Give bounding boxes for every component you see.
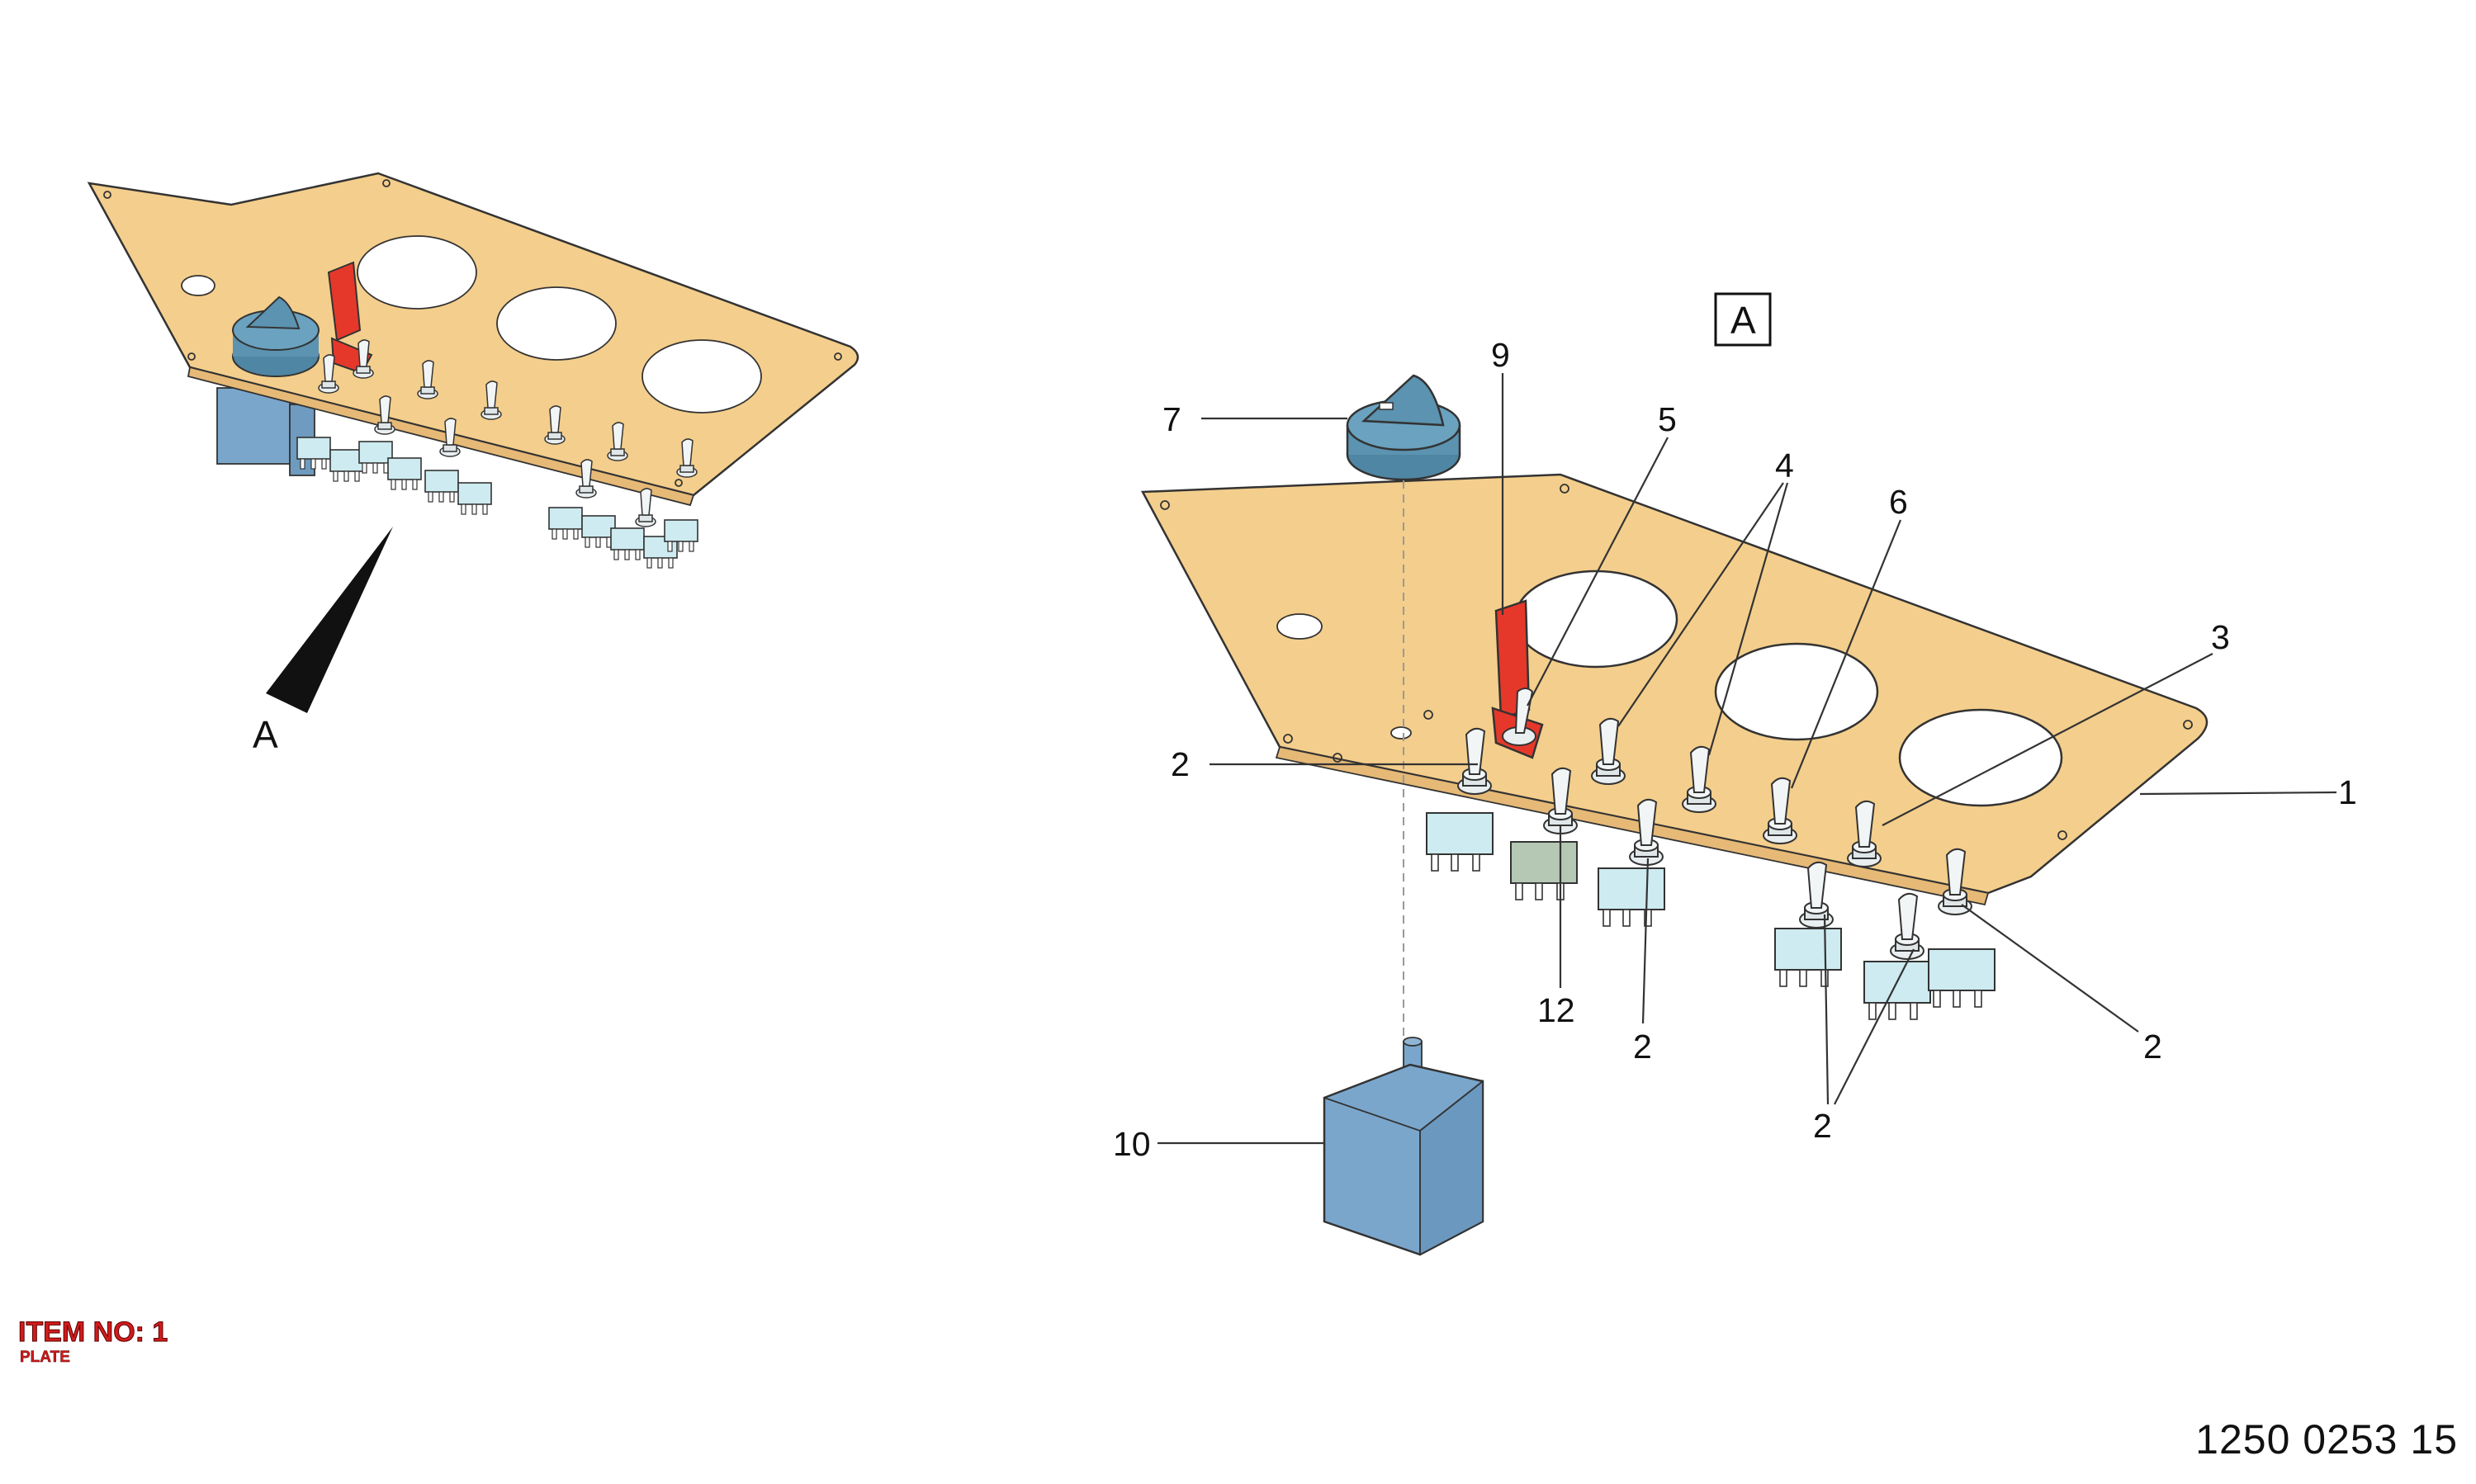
gauge-hole-1	[1513, 569, 1678, 669]
gauge-hole-2	[1714, 642, 1879, 741]
knob-mount-hole	[1276, 613, 1323, 640]
overview-plate	[87, 172, 859, 497]
callout-6: 6	[1889, 483, 1908, 521]
overview-gauge-hole-3	[641, 339, 762, 414]
selector-knob	[1346, 374, 1461, 481]
callout-2-bottom: 2	[1633, 1028, 1652, 1066]
overview-switch-alt	[358, 441, 393, 474]
relay-block	[1323, 1037, 1484, 1256]
document-number: 1250 0253 15	[2195, 1416, 2458, 1463]
callout-2-left: 2	[1171, 745, 1190, 783]
view-marker-label: A	[253, 713, 278, 756]
callout-5: 5	[1658, 400, 1677, 438]
callout-4: 4	[1775, 447, 1794, 484]
overview-selector-knob	[232, 295, 320, 377]
item-name: PLATE	[20, 1349, 70, 1367]
overview-gauge-hole-1	[357, 235, 477, 310]
callout-10: 10	[1113, 1125, 1151, 1163]
callout-labels: 7 9 5 4 6 3 1 2 12 2 2 2 10	[1113, 336, 2357, 1163]
gauge-hole-3	[1898, 708, 2063, 807]
overview-assembly: A	[87, 172, 859, 756]
view-arrow	[266, 527, 393, 713]
callout-1: 1	[2338, 773, 2357, 811]
item-number-title: ITEM NO: 1	[17, 1316, 168, 1348]
detail-view-a: A	[1113, 292, 2357, 1256]
callout-2-far-right: 2	[2143, 1028, 2162, 1066]
callout-12: 12	[1537, 991, 1575, 1029]
leader-lines	[1158, 373, 2337, 1145]
callout-3: 3	[2211, 618, 2230, 656]
overview-gauge-hole-2	[496, 286, 617, 361]
detail-view-label: A	[1730, 299, 1756, 342]
detail-view-label-box	[1714, 292, 1772, 347]
callout-9: 9	[1491, 336, 1510, 374]
callout-2-right: 2	[1813, 1107, 1832, 1145]
guarded-switch	[1491, 599, 1544, 759]
callout-7: 7	[1162, 400, 1181, 438]
overview-relay-block	[216, 387, 291, 465]
